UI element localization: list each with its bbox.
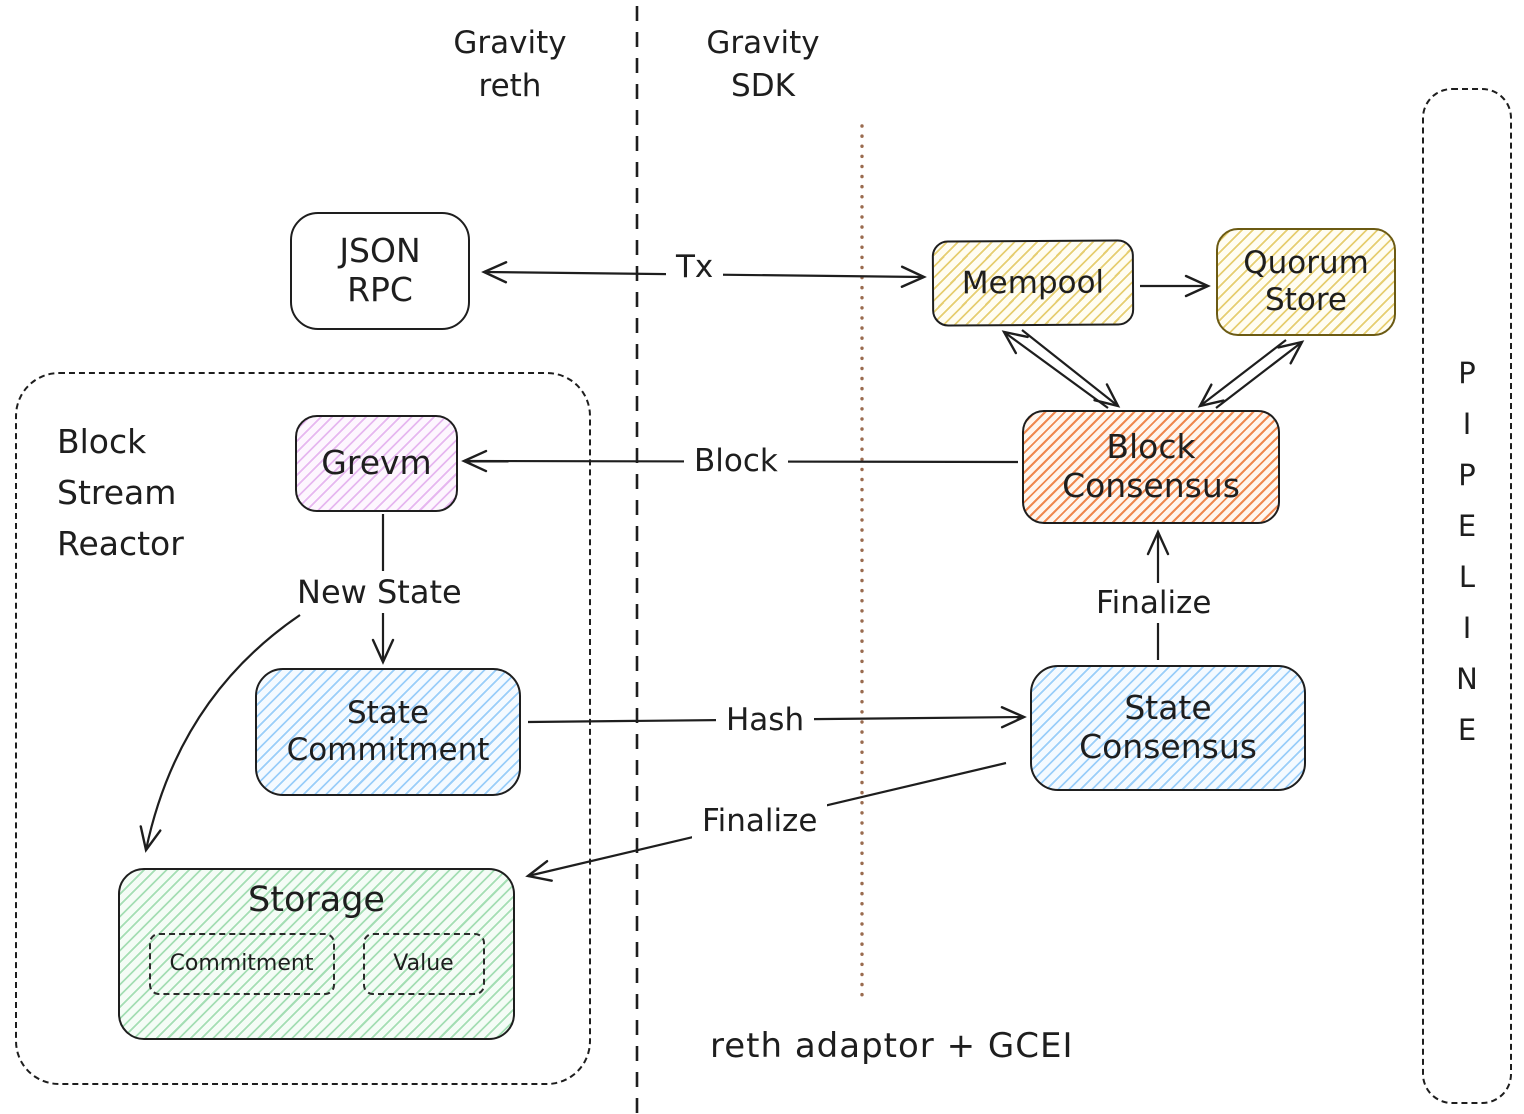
node-mempool: Mempool	[931, 239, 1135, 327]
node-block-consensus: Block Consensus	[1022, 410, 1280, 524]
edge-label-finalize-down: Finalize	[692, 801, 828, 841]
pipeline-letter: P	[1458, 355, 1476, 390]
label-gravity-reth-line1: Gravity	[453, 25, 567, 61]
node-state-consensus-label-line1: State	[1124, 688, 1212, 728]
block-stream-reactor-group: Block Stream Reactor	[15, 372, 591, 1085]
bsr-label-line1: Block	[57, 422, 147, 461]
block-stream-reactor-label: Block Stream Reactor	[57, 416, 184, 569]
node-json-rpc-label-line1: JSON	[339, 231, 421, 271]
bsr-label-line2: Stream	[57, 473, 177, 513]
edge-new-state-to-storage	[139, 614, 301, 853]
edge-consensus-to-quorum	[1215, 340, 1305, 409]
pipeline-letter: E	[1457, 508, 1477, 543]
edge-label-new-state: New State	[287, 571, 472, 613]
node-grevm: Grevm	[295, 415, 458, 512]
node-storage-value: Value	[362, 933, 485, 996]
node-storage-title: Storage	[248, 880, 385, 920]
node-quorum-store: Quorum Store	[1216, 228, 1396, 336]
edge-consensus-to-mempool	[1001, 330, 1109, 409]
edge-label-finalize-up: Finalize	[1086, 583, 1222, 623]
label-gravity-reth: Gravity reth	[425, 22, 595, 109]
node-storage: Storage Commitment Value	[118, 868, 515, 1040]
node-state-consensus: State Consensus	[1030, 665, 1306, 791]
node-state-consensus-label-line2: Consensus	[1079, 727, 1257, 766]
node-block-consensus-label-line2: Consensus	[1062, 466, 1240, 505]
edge-quorum-to-consensus	[1197, 339, 1287, 408]
node-state-commitment-label-line2: Commitment	[286, 732, 490, 768]
label-gravity-reth-line2: reth	[478, 68, 542, 105]
node-state-commitment: State Commitment	[255, 668, 521, 796]
node-storage-commitment: Commitment	[148, 933, 335, 996]
pipeline-letter: I	[1462, 406, 1472, 441]
node-storage-value-label: Value	[393, 951, 454, 977]
pipeline-letter: I	[1462, 610, 1472, 645]
pipeline-letter: P	[1458, 457, 1476, 492]
label-gravity-sdk: Gravity SDK	[683, 22, 843, 109]
node-block-consensus-label-line1: Block	[1106, 427, 1196, 467]
pipeline-letter: E	[1457, 712, 1477, 747]
pipeline-letter: N	[1456, 661, 1478, 696]
node-json-rpc-label-line2: RPC	[347, 270, 413, 309]
pipeline-letter: L	[1458, 559, 1476, 594]
label-gravity-sdk-line1: Gravity	[706, 25, 820, 61]
edge-label-block: Block	[684, 441, 788, 481]
node-state-commitment-label-line1: State	[346, 695, 430, 732]
node-json-rpc: JSON RPC	[290, 212, 470, 330]
edge-label-tx: Tx	[666, 247, 724, 287]
node-storage-children: Commitment Value	[148, 933, 485, 996]
node-mempool-label: Mempool	[961, 264, 1105, 302]
edge-label-hash: Hash	[716, 700, 815, 740]
label-gravity-sdk-line2: SDK	[731, 68, 795, 105]
footer-caption: reth adaptor + GCEI	[710, 1026, 1074, 1066]
node-quorum-store-label-line2: Store	[1265, 282, 1347, 318]
node-quorum-store-label-line1: Quorum	[1243, 245, 1369, 282]
node-storage-commitment-label: Commitment	[169, 951, 314, 977]
pipeline-group: P I P E L I N E	[1422, 88, 1512, 1104]
edge-mempool-to-consensus	[1021, 329, 1121, 408]
node-grevm-label: Grevm	[321, 443, 432, 483]
bsr-label-line3: Reactor	[57, 524, 184, 564]
